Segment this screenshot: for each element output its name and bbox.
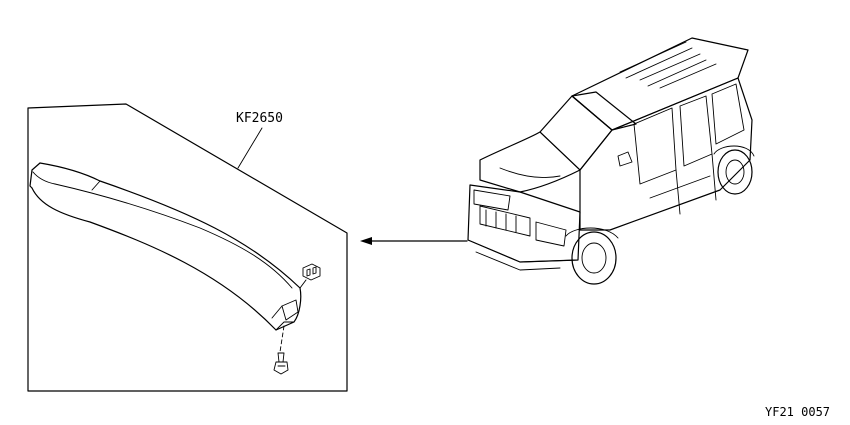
mounting-screw[interactable]: [273, 325, 289, 375]
rear-spoiler-part[interactable]: [29, 162, 302, 331]
detail-frame: [27, 103, 348, 392]
vehicle-illustration[interactable]: [467, 37, 755, 285]
clip-leader: [299, 279, 307, 289]
pointer-arrow: [360, 237, 468, 245]
figure-code: YF21 0057: [765, 405, 830, 419]
part-number-leader: [237, 127, 263, 169]
retaining-clip[interactable]: [299, 263, 321, 289]
part-number-label[interactable]: KF2650: [236, 111, 283, 126]
